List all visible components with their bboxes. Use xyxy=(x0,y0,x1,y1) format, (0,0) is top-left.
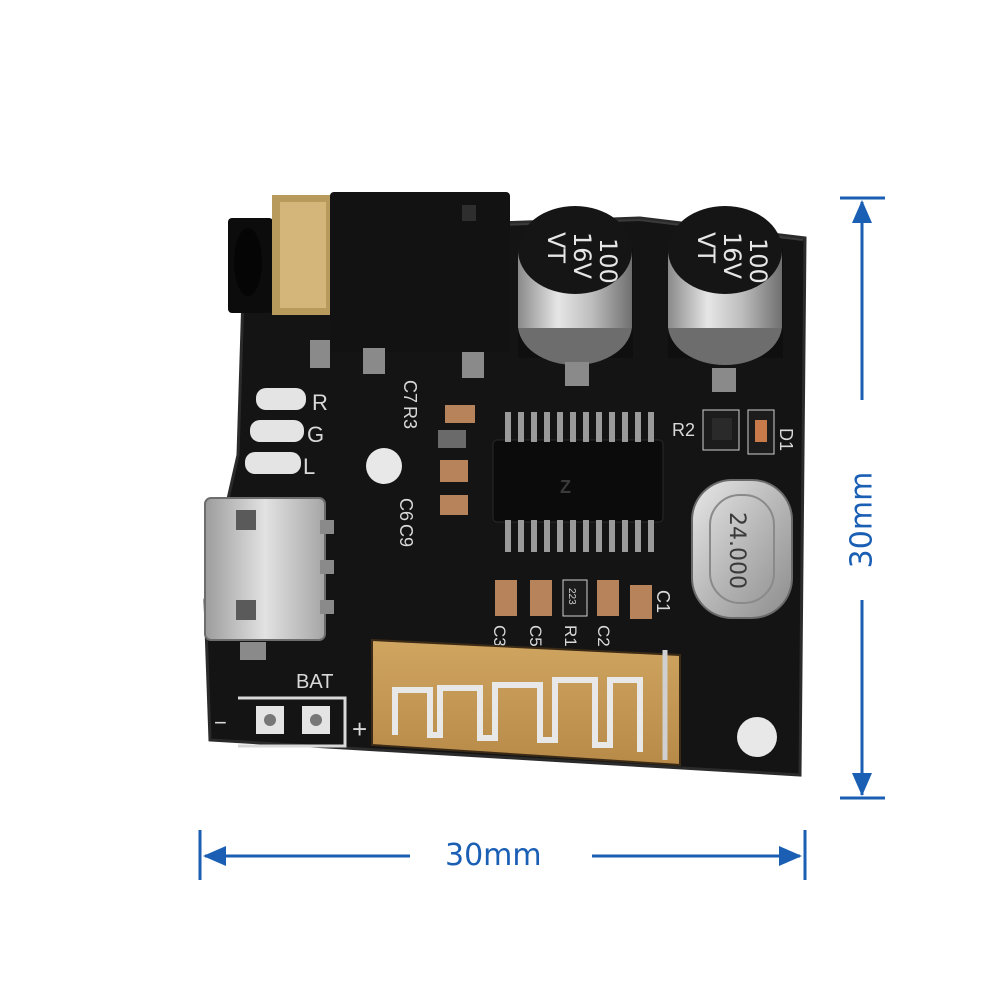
ic-pin xyxy=(505,520,511,552)
ic-pin xyxy=(531,520,537,552)
label-r1: R1 xyxy=(561,625,580,647)
label-minus: − xyxy=(214,710,227,735)
micro-usb-port xyxy=(204,497,334,660)
label-c3: C3 xyxy=(490,625,509,647)
pad-label-g: G xyxy=(307,422,324,447)
ic-pins-top xyxy=(505,412,654,442)
label-c1: C1 xyxy=(653,590,673,613)
ic-pin xyxy=(505,412,511,442)
capacitor-right-voltage: 16V xyxy=(718,232,746,280)
label-bat: BAT xyxy=(296,671,333,693)
crystal-oscillator: 24.000 xyxy=(691,479,793,619)
label-c5: C5 xyxy=(526,625,545,647)
ic-pin xyxy=(596,412,602,442)
ic-pin xyxy=(622,412,628,442)
mounting-hole-bottom xyxy=(737,717,777,757)
capacitor-right-series: VT xyxy=(692,232,720,263)
ic-pin xyxy=(544,412,550,442)
smd-row-bottom: 223 xyxy=(495,579,652,619)
ic-pin xyxy=(518,412,524,442)
label-r2: R2 xyxy=(672,420,695,440)
width-dimension-label: 30mm xyxy=(445,838,542,873)
capacitor-left-value: 100 xyxy=(594,238,622,284)
capacitor-left-series: VT xyxy=(542,232,570,263)
pad-label-l: L xyxy=(303,454,315,479)
label-d1: D1 xyxy=(776,428,796,451)
r2-d1-parts xyxy=(702,409,775,455)
ic-pin xyxy=(570,412,576,442)
label-c7: C7 xyxy=(400,380,420,403)
ic-pin xyxy=(635,520,641,552)
capacitor-left: 100 16V VT xyxy=(518,206,633,386)
ic-pin xyxy=(622,520,628,552)
battery-pads xyxy=(238,696,347,748)
capacitor-right-value: 100 xyxy=(744,238,772,284)
smd-column-left xyxy=(438,405,475,515)
ic-pin xyxy=(583,520,589,552)
label-c6: C6 xyxy=(396,498,416,521)
ic-pin xyxy=(518,520,524,552)
label-r3: R3 xyxy=(400,406,420,429)
ic-pin xyxy=(635,412,641,442)
pad-label-r: R xyxy=(312,390,328,415)
ic-pin xyxy=(583,412,589,442)
main-ic: Z xyxy=(492,439,664,523)
svg-text:Z: Z xyxy=(560,477,571,497)
resistor-code: 223 xyxy=(566,588,577,605)
ic-pins-bottom xyxy=(505,520,654,552)
height-dimension-label: 30mm xyxy=(844,471,880,569)
dimension-width xyxy=(198,830,807,880)
mounting-hole-top xyxy=(366,448,402,484)
label-c2: C2 xyxy=(594,625,613,647)
ic-pin xyxy=(570,520,576,552)
ic-pin xyxy=(609,412,615,442)
ic-pin xyxy=(609,520,615,552)
audio-jack xyxy=(228,192,510,378)
ic-pin xyxy=(531,412,537,442)
label-c9: C9 xyxy=(396,524,416,547)
ic-pin xyxy=(596,520,602,552)
capacitor-right: 100 16V VT xyxy=(668,206,783,392)
dimension-height xyxy=(840,196,885,800)
ic-pin xyxy=(557,412,563,442)
label-plus: + xyxy=(352,714,367,744)
capacitor-left-voltage: 16V xyxy=(568,232,596,280)
ic-pin xyxy=(648,412,654,442)
bluetooth-antenna xyxy=(371,638,681,767)
ic-pin xyxy=(648,520,654,552)
crystal-frequency: 24.000 xyxy=(724,512,749,589)
ic-pin xyxy=(544,520,550,552)
rgl-pads: R G L xyxy=(245,388,328,479)
ic-pin xyxy=(557,520,563,552)
